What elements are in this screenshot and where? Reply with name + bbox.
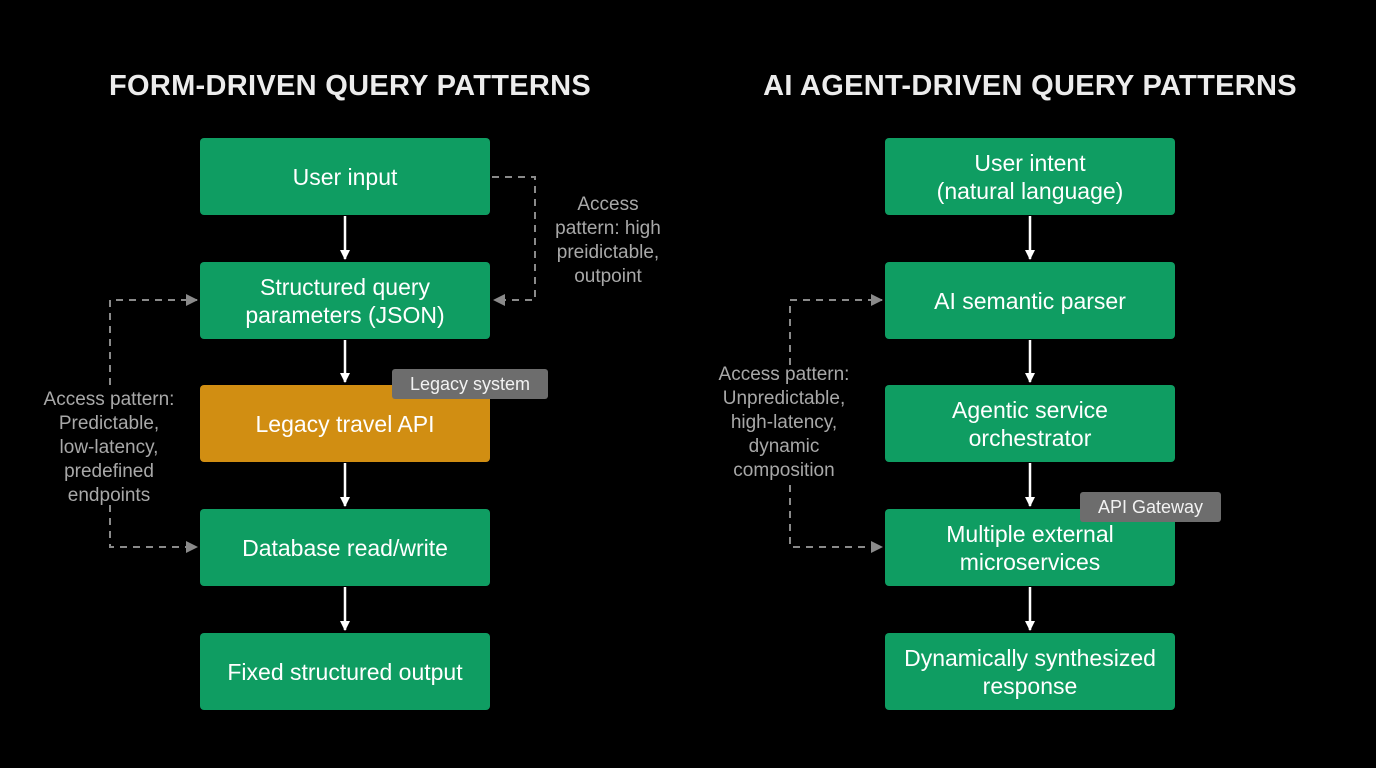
node-agentic-service-orchestrator: Agentic service orchestrator bbox=[885, 385, 1175, 462]
right-panel-title: AI AGENT-DRIVEN QUERY PATTERNS bbox=[763, 70, 1297, 102]
left-access-pattern-annotation: Access pattern: Predictable, low-latency… bbox=[43, 389, 175, 506]
left-panel-title: FORM-DRIVEN QUERY PATTERNS bbox=[108, 70, 592, 102]
top-access-pattern-annotation: Access pattern: high preidictable, outpo… bbox=[555, 194, 661, 287]
node-ai-semantic-parser: AI semantic parser bbox=[885, 262, 1175, 339]
dashed-loop-left-structured-to-database bbox=[109, 294, 198, 385]
dashed-loop-right-parser-entry bbox=[789, 294, 883, 365]
node-legacy-travel-api: Legacy travel API bbox=[200, 385, 490, 462]
legacy-system-badge: Legacy system bbox=[392, 369, 548, 399]
dashed-loop-left-database-entry bbox=[109, 505, 198, 553]
dashed-loop-right-microservices-entry bbox=[789, 485, 883, 553]
node-user-input: User input bbox=[200, 138, 490, 215]
node-dynamically-synthesized-response: Dynamically synthesized response bbox=[885, 633, 1175, 710]
node-fixed-structured-output: Fixed structured output bbox=[200, 633, 490, 710]
node-user-intent: User intent (natural language) bbox=[885, 138, 1175, 215]
dashed-loop-right-of-user-input bbox=[492, 176, 536, 306]
node-database-read-write: Database read/write bbox=[200, 509, 490, 586]
node-structured-query-parameters: Structured query parameters (JSON) bbox=[200, 262, 490, 339]
api-gateway-badge: API Gateway bbox=[1080, 492, 1221, 522]
right-access-pattern-annotation: Access pattern: Unpredictable, high-late… bbox=[718, 364, 850, 481]
